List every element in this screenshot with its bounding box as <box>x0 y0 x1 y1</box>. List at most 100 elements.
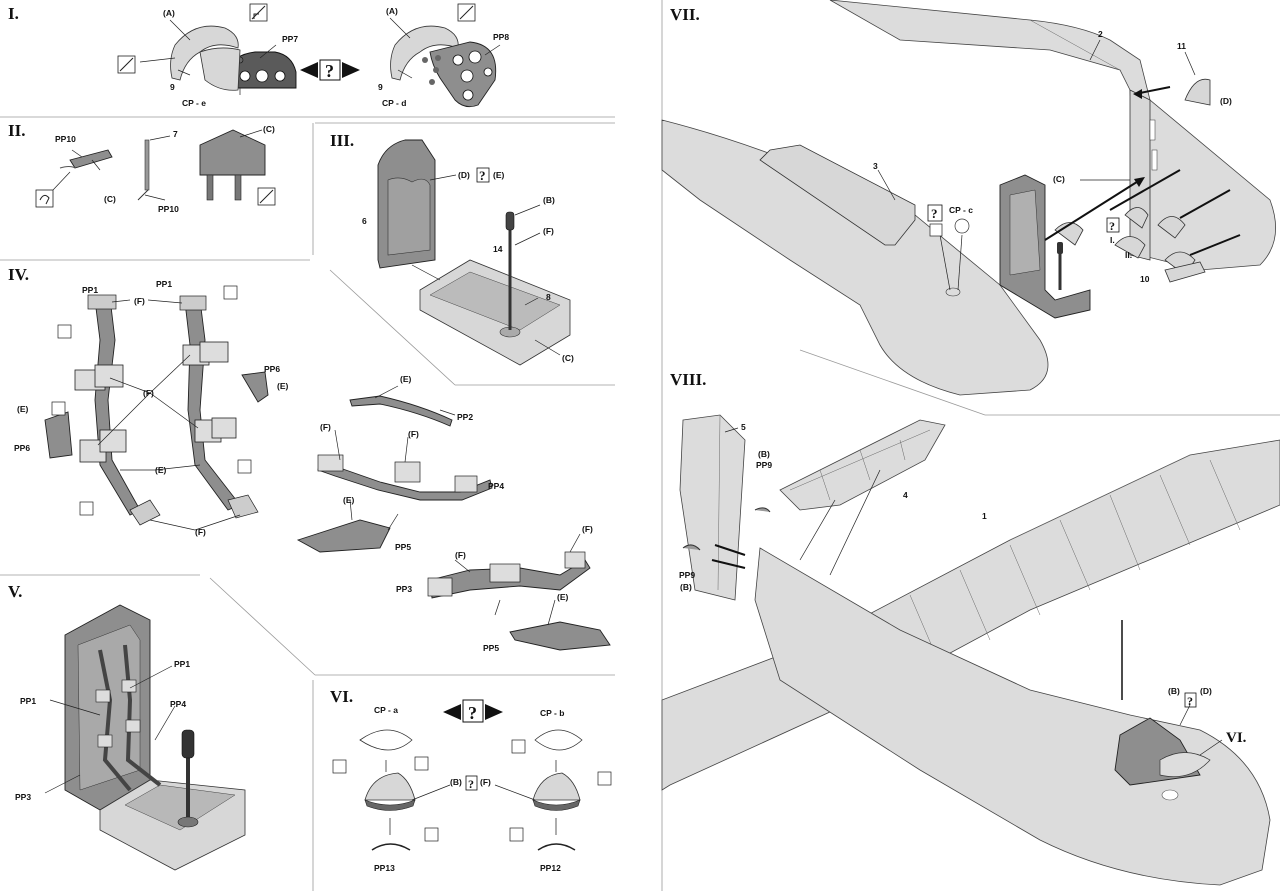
alternative-arrow-icon: ? <box>300 59 360 81</box>
label-pp10-bottom: PP10 <box>158 204 179 214</box>
fuselage-half-3 <box>661 119 1049 396</box>
label-14: 14 <box>493 244 503 254</box>
label-f: (F) <box>480 777 491 787</box>
step-iii-seat: (D) ? (E) (B) (F) 6 14 8 (C) <box>362 139 574 366</box>
bracket-part-c <box>199 129 266 176</box>
pad-pp6-right <box>241 371 269 403</box>
label-pp12: PP12 <box>540 863 561 873</box>
label-a-right: (A) <box>386 6 398 16</box>
label-cp-d: CP - d <box>382 98 406 108</box>
stick-grip-14 <box>505 211 515 231</box>
svg-text:?: ? <box>325 61 334 81</box>
strap-pp2 <box>349 395 453 427</box>
pad-pp5-top <box>296 519 391 553</box>
svg-text:?: ? <box>479 168 486 183</box>
label-6: 6 <box>362 216 367 226</box>
label-f-mid: (F) <box>143 388 154 398</box>
alternative-arrow-icon-vi: ? <box>443 699 503 723</box>
label-pp7: PP7 <box>282 34 298 44</box>
section-ref-vi: VI. <box>1226 730 1247 746</box>
coaming-part-a <box>170 25 239 81</box>
label-pp5-bottom: PP5 <box>483 643 499 653</box>
label-f: (F) <box>543 226 554 236</box>
pad-pp5-bottom <box>509 621 611 651</box>
stick-grip <box>181 729 195 759</box>
label-4: 4 <box>903 490 908 500</box>
label-e-right: (E) <box>277 381 289 391</box>
label-pp10-top: PP10 <box>55 134 76 144</box>
label-pp8: PP8 <box>493 32 509 42</box>
label-e-pp2: (E) <box>400 374 412 384</box>
label-8: 8 <box>546 292 551 302</box>
svg-text:?: ? <box>1187 694 1193 708</box>
label-f-pp3: (F) <box>455 550 466 560</box>
label-9-right: 9 <box>378 82 383 92</box>
label-pp4: PP4 <box>488 481 504 491</box>
step-vi-canopy: ? ? CP - a <box>332 699 612 873</box>
label-c-left: (C) <box>104 194 116 204</box>
strip-pp10 <box>69 149 113 169</box>
question-icon <box>476 167 490 183</box>
frame-pp12 <box>532 799 581 811</box>
label-pp1-left: PP1 <box>20 696 36 706</box>
label-e: (E) <box>493 170 505 180</box>
part-10 <box>1164 261 1206 283</box>
step-vii-fuselage: ? ? 2 11 (D) 3 CP - c (C) I. II. 10 <box>661 0 1276 396</box>
bend-icon <box>35 189 54 208</box>
label-b: (B) <box>543 195 555 205</box>
question-icon-vi <box>465 775 478 791</box>
label-e-bottom: (E) <box>155 465 167 475</box>
label-9-left: 9 <box>170 82 175 92</box>
section-heading-viii: VIII. <box>670 370 707 389</box>
label-pp3: PP3 <box>15 792 31 802</box>
label-pp9-top: PP9 <box>756 460 772 470</box>
label-3: 3 <box>873 161 878 171</box>
section-heading-vii: VII. <box>670 5 700 24</box>
label-pp2: PP2 <box>457 412 473 422</box>
label-pp13: PP13 <box>374 863 395 873</box>
stick-7 <box>144 139 150 191</box>
canopy-cp-c <box>954 218 970 234</box>
svg-text:?: ? <box>931 206 938 221</box>
section-heading-ii: II. <box>8 121 26 140</box>
harness-strap-left <box>94 297 141 516</box>
label-f-pp4: (F) <box>408 429 419 439</box>
label-b-bottom: (B) <box>680 582 692 592</box>
label-cp-b: CP - b <box>540 708 564 718</box>
label-ii-ref: II. <box>1125 250 1132 260</box>
step-ii-control-stick: PP10 (C) 7 PP10 (C) <box>35 124 276 214</box>
label-d: (D) <box>1220 96 1232 106</box>
label-2: 2 <box>1098 29 1103 39</box>
label-e-pp5: (E) <box>343 495 355 505</box>
label-pp6-right: PP6 <box>264 364 280 374</box>
label-i-ref: I. <box>1110 235 1115 245</box>
label-f-pp2: (F) <box>320 422 331 432</box>
label-e-left: (E) <box>17 404 29 414</box>
label-e-pp5b: (E) <box>557 592 569 602</box>
fuselage-assembled <box>754 547 1271 886</box>
label-1: 1 <box>982 511 987 521</box>
part-11 <box>1184 78 1211 106</box>
label-d-viii: (D) <box>1200 686 1212 696</box>
step-v-seat-assembly: PP1 PP1 PP4 PP3 <box>15 604 246 871</box>
section-heading-v: V. <box>8 582 23 601</box>
canopy-cp-b <box>534 729 583 751</box>
label-cp-e: CP - e <box>182 98 206 108</box>
svg-text:?: ? <box>468 703 477 723</box>
label-5: 5 <box>741 422 746 432</box>
label-7: 7 <box>173 129 178 139</box>
svg-text:?: ? <box>468 777 474 791</box>
label-pp9-bottom: PP9 <box>679 570 695 580</box>
pad-pp6-left <box>44 411 73 459</box>
section-heading-iii: III. <box>330 131 355 150</box>
label-f-pp3-right: (F) <box>582 524 593 534</box>
label-cp-c: CP - c <box>949 205 973 215</box>
label-c: (C) <box>1053 174 1065 184</box>
question-icon-vii <box>927 204 943 222</box>
canopy-cp-a <box>359 729 413 751</box>
label-10: 10 <box>1140 274 1150 284</box>
strap-pp4 <box>317 461 493 501</box>
svg-text:?: ? <box>1109 219 1115 233</box>
